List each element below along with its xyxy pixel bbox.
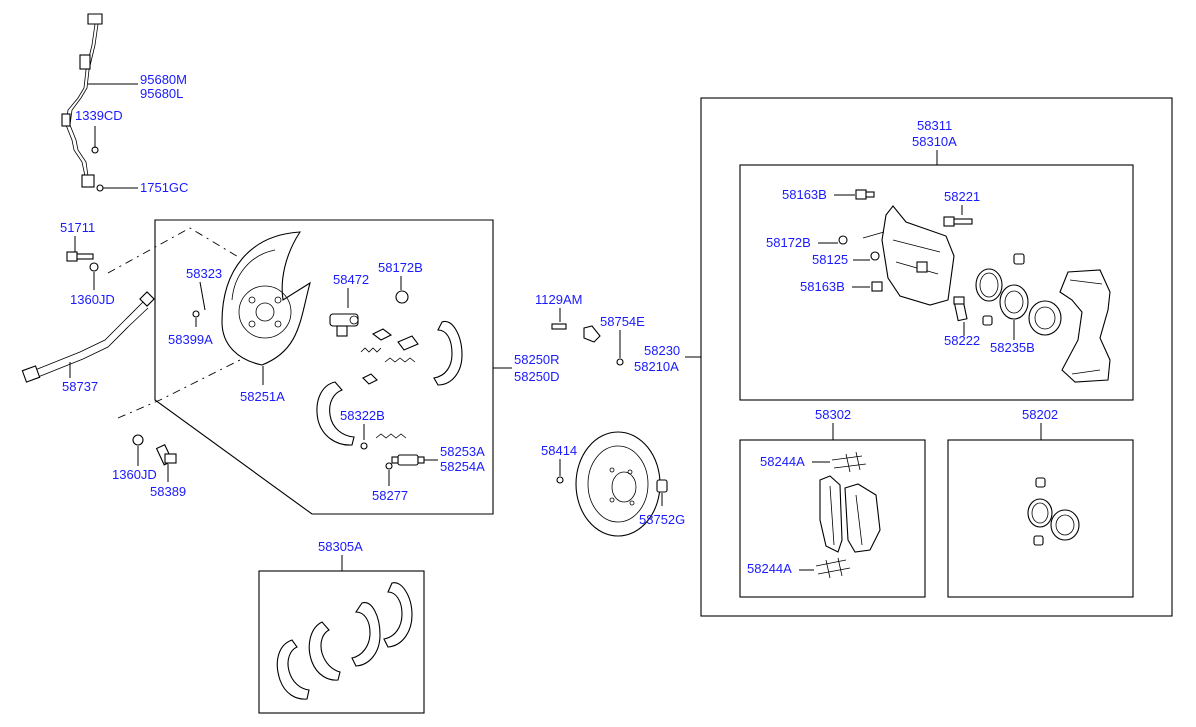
label-58302[interactable]: 58302	[815, 407, 851, 422]
label-58172B-right[interactable]: 58172B	[766, 235, 811, 250]
caliper-assembly-box	[739, 164, 1134, 401]
label-58389[interactable]: 58389	[150, 484, 186, 499]
washer-1360JD-top	[89, 262, 99, 272]
pad-set-box	[739, 439, 926, 598]
label-95680M[interactable]: 95680M	[140, 72, 187, 87]
caliper-body-58310A	[862, 205, 955, 306]
bolt-58222	[953, 296, 968, 322]
label-58235B[interactable]: 58235B	[990, 340, 1035, 355]
bolt-51711	[66, 251, 94, 262]
label-58752G[interactable]: 58752G	[639, 512, 685, 527]
label-58277[interactable]: 58277	[372, 488, 408, 503]
label-58163B-top[interactable]: 58163B	[782, 187, 827, 202]
label-58254A[interactable]: 58254A	[440, 459, 485, 474]
label-58253A[interactable]: 58253A	[440, 444, 485, 459]
bolt-1129AM	[551, 323, 567, 330]
label-58305A[interactable]: 58305A	[318, 539, 363, 554]
label-58754E[interactable]: 58754E	[600, 314, 645, 329]
washer-1360JD-bot	[132, 434, 144, 446]
seal-kit-box	[947, 439, 1134, 598]
brake-pads	[819, 475, 881, 553]
label-58222[interactable]: 58222	[944, 333, 980, 348]
label-58244A-top[interactable]: 58244A	[760, 454, 805, 469]
shoe-kit-box	[258, 570, 425, 714]
caliper-group-outline	[700, 97, 1173, 617]
dust-cap-top	[1013, 253, 1025, 265]
label-58737[interactable]: 58737	[62, 379, 98, 394]
dust-boot	[1028, 300, 1062, 336]
pad-clip-top	[831, 451, 867, 473]
label-1129AM[interactable]: 1129AM	[535, 292, 582, 307]
adjuster-58472	[329, 313, 359, 337]
label-58210A[interactable]: 58210A	[634, 359, 679, 374]
brake-hose-assembly	[61, 13, 104, 192]
guide-pin-bot	[871, 281, 883, 292]
label-1751GC[interactable]: 1751GC	[140, 180, 188, 195]
guide-pin-top	[855, 189, 875, 200]
bolt-58221	[943, 216, 973, 227]
piston-58235B	[999, 284, 1029, 320]
label-58202[interactable]: 58202	[1022, 407, 1058, 422]
clip-58172B	[395, 290, 409, 304]
label-58163B-bot[interactable]: 58163B	[800, 279, 845, 294]
piston-seal	[975, 268, 1003, 302]
label-1360JD-top[interactable]: 1360JD	[70, 292, 115, 307]
label-58472[interactable]: 58472	[333, 272, 369, 287]
label-1360JD-bot[interactable]: 1360JD	[112, 467, 157, 482]
label-58414[interactable]: 58414	[541, 443, 577, 458]
label-51711[interactable]: 51711	[60, 220, 95, 235]
label-58310A[interactable]: 58310A	[912, 134, 957, 149]
label-95680L[interactable]: 95680L	[140, 86, 183, 101]
label-58251A[interactable]: 58251A	[240, 389, 285, 404]
label-58230[interactable]: 58230	[644, 343, 680, 358]
label-58322B[interactable]: 58322B	[340, 408, 385, 423]
label-58399A[interactable]: 58399A	[168, 332, 213, 347]
label-58125[interactable]: 58125	[812, 252, 848, 267]
brake-shoe-right	[433, 320, 463, 386]
backing-plate-58251A	[221, 231, 311, 366]
label-58221[interactable]: 58221	[944, 189, 980, 204]
caliper-carrier	[1059, 269, 1111, 383]
springs-hardware	[360, 328, 419, 385]
label-58250R[interactable]: 58250R	[514, 352, 560, 367]
brake-shoe-left	[316, 381, 355, 446]
bolt-58389	[155, 443, 177, 466]
pin-58399A	[192, 310, 200, 318]
label-58311[interactable]: 58311	[917, 118, 952, 133]
label-58244A-bot[interactable]: 58244A	[747, 561, 792, 576]
rear-brake-group-outline	[154, 219, 494, 515]
bracket-58754E	[583, 325, 601, 343]
label-58323[interactable]: 58323	[186, 266, 222, 281]
label-58172B-left[interactable]: 58172B	[378, 260, 423, 275]
shoe-kit-shoes	[276, 582, 413, 700]
seal-kit-parts	[1027, 477, 1080, 546]
cap-58752G	[656, 479, 668, 493]
brake-tube-58737	[21, 291, 155, 383]
wheel-cylinder	[391, 454, 425, 466]
label-1339CD[interactable]: 1339CD	[75, 108, 123, 123]
pad-clip-bot	[815, 557, 851, 579]
label-58250D[interactable]: 58250D	[514, 369, 560, 384]
